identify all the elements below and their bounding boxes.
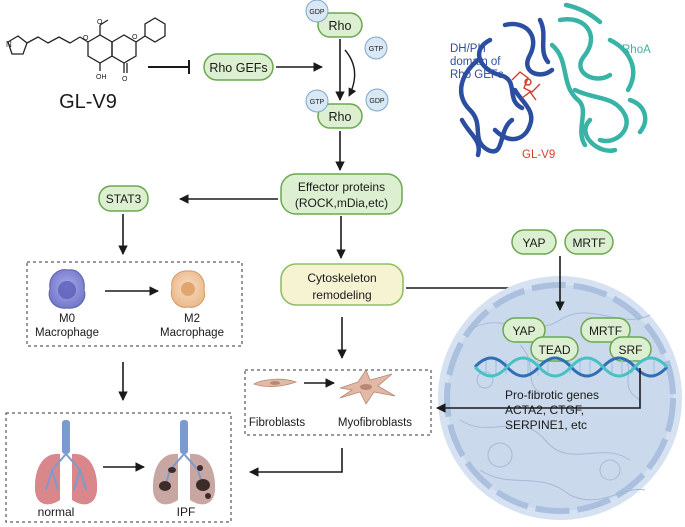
svg-text:N: N (6, 40, 12, 49)
node-yap-nucleus: YAP (502, 317, 546, 343)
fibroblast-cell-icon (253, 378, 298, 388)
svg-text:Effector proteins: Effector proteins (298, 180, 385, 194)
rhoa-ribbon (549, 2, 648, 154)
svg-text:Rho: Rho (329, 19, 352, 33)
svg-text:TEAD: TEAD (538, 343, 570, 357)
m0-line1: M0 (59, 313, 75, 325)
svg-text:O: O (97, 19, 103, 26)
ipf-lung-icon (152, 420, 216, 505)
gl-v9-ligand (511, 71, 541, 101)
gef-dh-ph-ribbon (458, 17, 555, 158)
svg-text:Rho: Rho (329, 110, 352, 124)
ipf-label: IPF (177, 505, 196, 519)
myofibroblasts-label: Myofibroblasts (338, 417, 412, 429)
fibroblasts-label: Fibroblasts (249, 417, 305, 429)
node-mrtf-outside: MRTF (564, 229, 614, 255)
svg-text:(ROCK,mDia,etc): (ROCK,mDia,etc) (295, 196, 388, 210)
m0-line2: Macrophage (35, 327, 99, 339)
genes-line3: SERPINE1, etc (505, 418, 587, 432)
node-tead: TEAD (530, 336, 579, 362)
dh-ph-line2: domain of (450, 56, 501, 68)
m2-line2: Macrophage (160, 327, 224, 339)
svg-text:YAP: YAP (522, 236, 545, 250)
svg-text:GTP: GTP (369, 46, 384, 53)
svg-text:GDP: GDP (309, 9, 325, 16)
svg-text:STAT3: STAT3 (106, 192, 142, 206)
svg-text:MRTF: MRTF (572, 236, 605, 250)
node-effector-proteins: Effector proteins (ROCK,mDia,etc) (280, 173, 403, 215)
badge-gdp-top: GDP (305, 0, 329, 23)
m2-line1: M2 (184, 313, 200, 325)
node-stat3: STAT3 (98, 185, 149, 212)
node-mrtf-nucleus: MRTF (580, 317, 631, 343)
node-cytoskeleton-remodeling: Cytoskeleton remodeling (280, 263, 404, 306)
myofibroblast-cell-icon (339, 369, 396, 405)
svg-text:SRF: SRF (619, 343, 643, 357)
genes-line1: Pro-fibrotic genes (505, 388, 599, 402)
gl-v9-chemical-structure (7, 17, 166, 73)
m2-macrophage-icon (170, 270, 206, 308)
svg-text:O: O (132, 34, 138, 41)
dna-helix (473, 356, 669, 378)
badge-gtp-bottom: GTP (305, 89, 329, 113)
gl-v9-ligand-label: GL-V9 (522, 149, 555, 161)
arrow-gtp-exchange (344, 49, 357, 97)
m0-macrophage-icon (48, 269, 86, 309)
arrow-genes-to-myofibroblasts (436, 368, 641, 413)
fibroblast-box (244, 369, 432, 436)
normal-label: normal (38, 505, 75, 519)
svg-text:Rho GEFs: Rho GEFs (209, 61, 267, 75)
node-srf: SRF (609, 336, 652, 362)
node-rho-gefs: Rho GEFs (203, 53, 274, 81)
svg-text:GTP: GTP (310, 99, 325, 106)
badge-gtp-top: GTP (364, 36, 388, 60)
svg-text:O: O (122, 76, 128, 83)
normal-lung-icon (34, 420, 98, 505)
genes-line2: ACTA2, CTGF, (505, 403, 584, 417)
gl-v9-atom-labels: N O O O OH O (6, 19, 138, 83)
dh-ph-line3: Rho GEFs (450, 69, 504, 81)
arrow-fibroblasts-to-lung (249, 448, 343, 477)
svg-text:O: O (83, 35, 89, 42)
svg-text:OH: OH (96, 74, 107, 81)
lung-box (5, 412, 232, 523)
svg-text:MRTF: MRTF (589, 324, 622, 338)
gl-v9-label: GL-V9 (59, 91, 117, 113)
svg-text:GDP: GDP (369, 98, 385, 105)
protein-structure-image: DH/PH domain of Rho GEFs RhoA GL-V9 (450, 2, 651, 161)
node-yap-outside: YAP (511, 229, 557, 255)
node-rho-gdp: Rho (317, 12, 363, 38)
badge-gdp-bottom: GDP (365, 88, 389, 112)
svg-text:Cytoskeleton: Cytoskeleton (307, 271, 376, 285)
node-rho-gtp: Rho (317, 103, 363, 129)
dh-ph-line1: DH/PH (450, 43, 486, 55)
rhoa-label: RhoA (622, 44, 651, 56)
svg-text:remodeling: remodeling (312, 288, 371, 302)
svg-text:YAP: YAP (512, 324, 535, 338)
